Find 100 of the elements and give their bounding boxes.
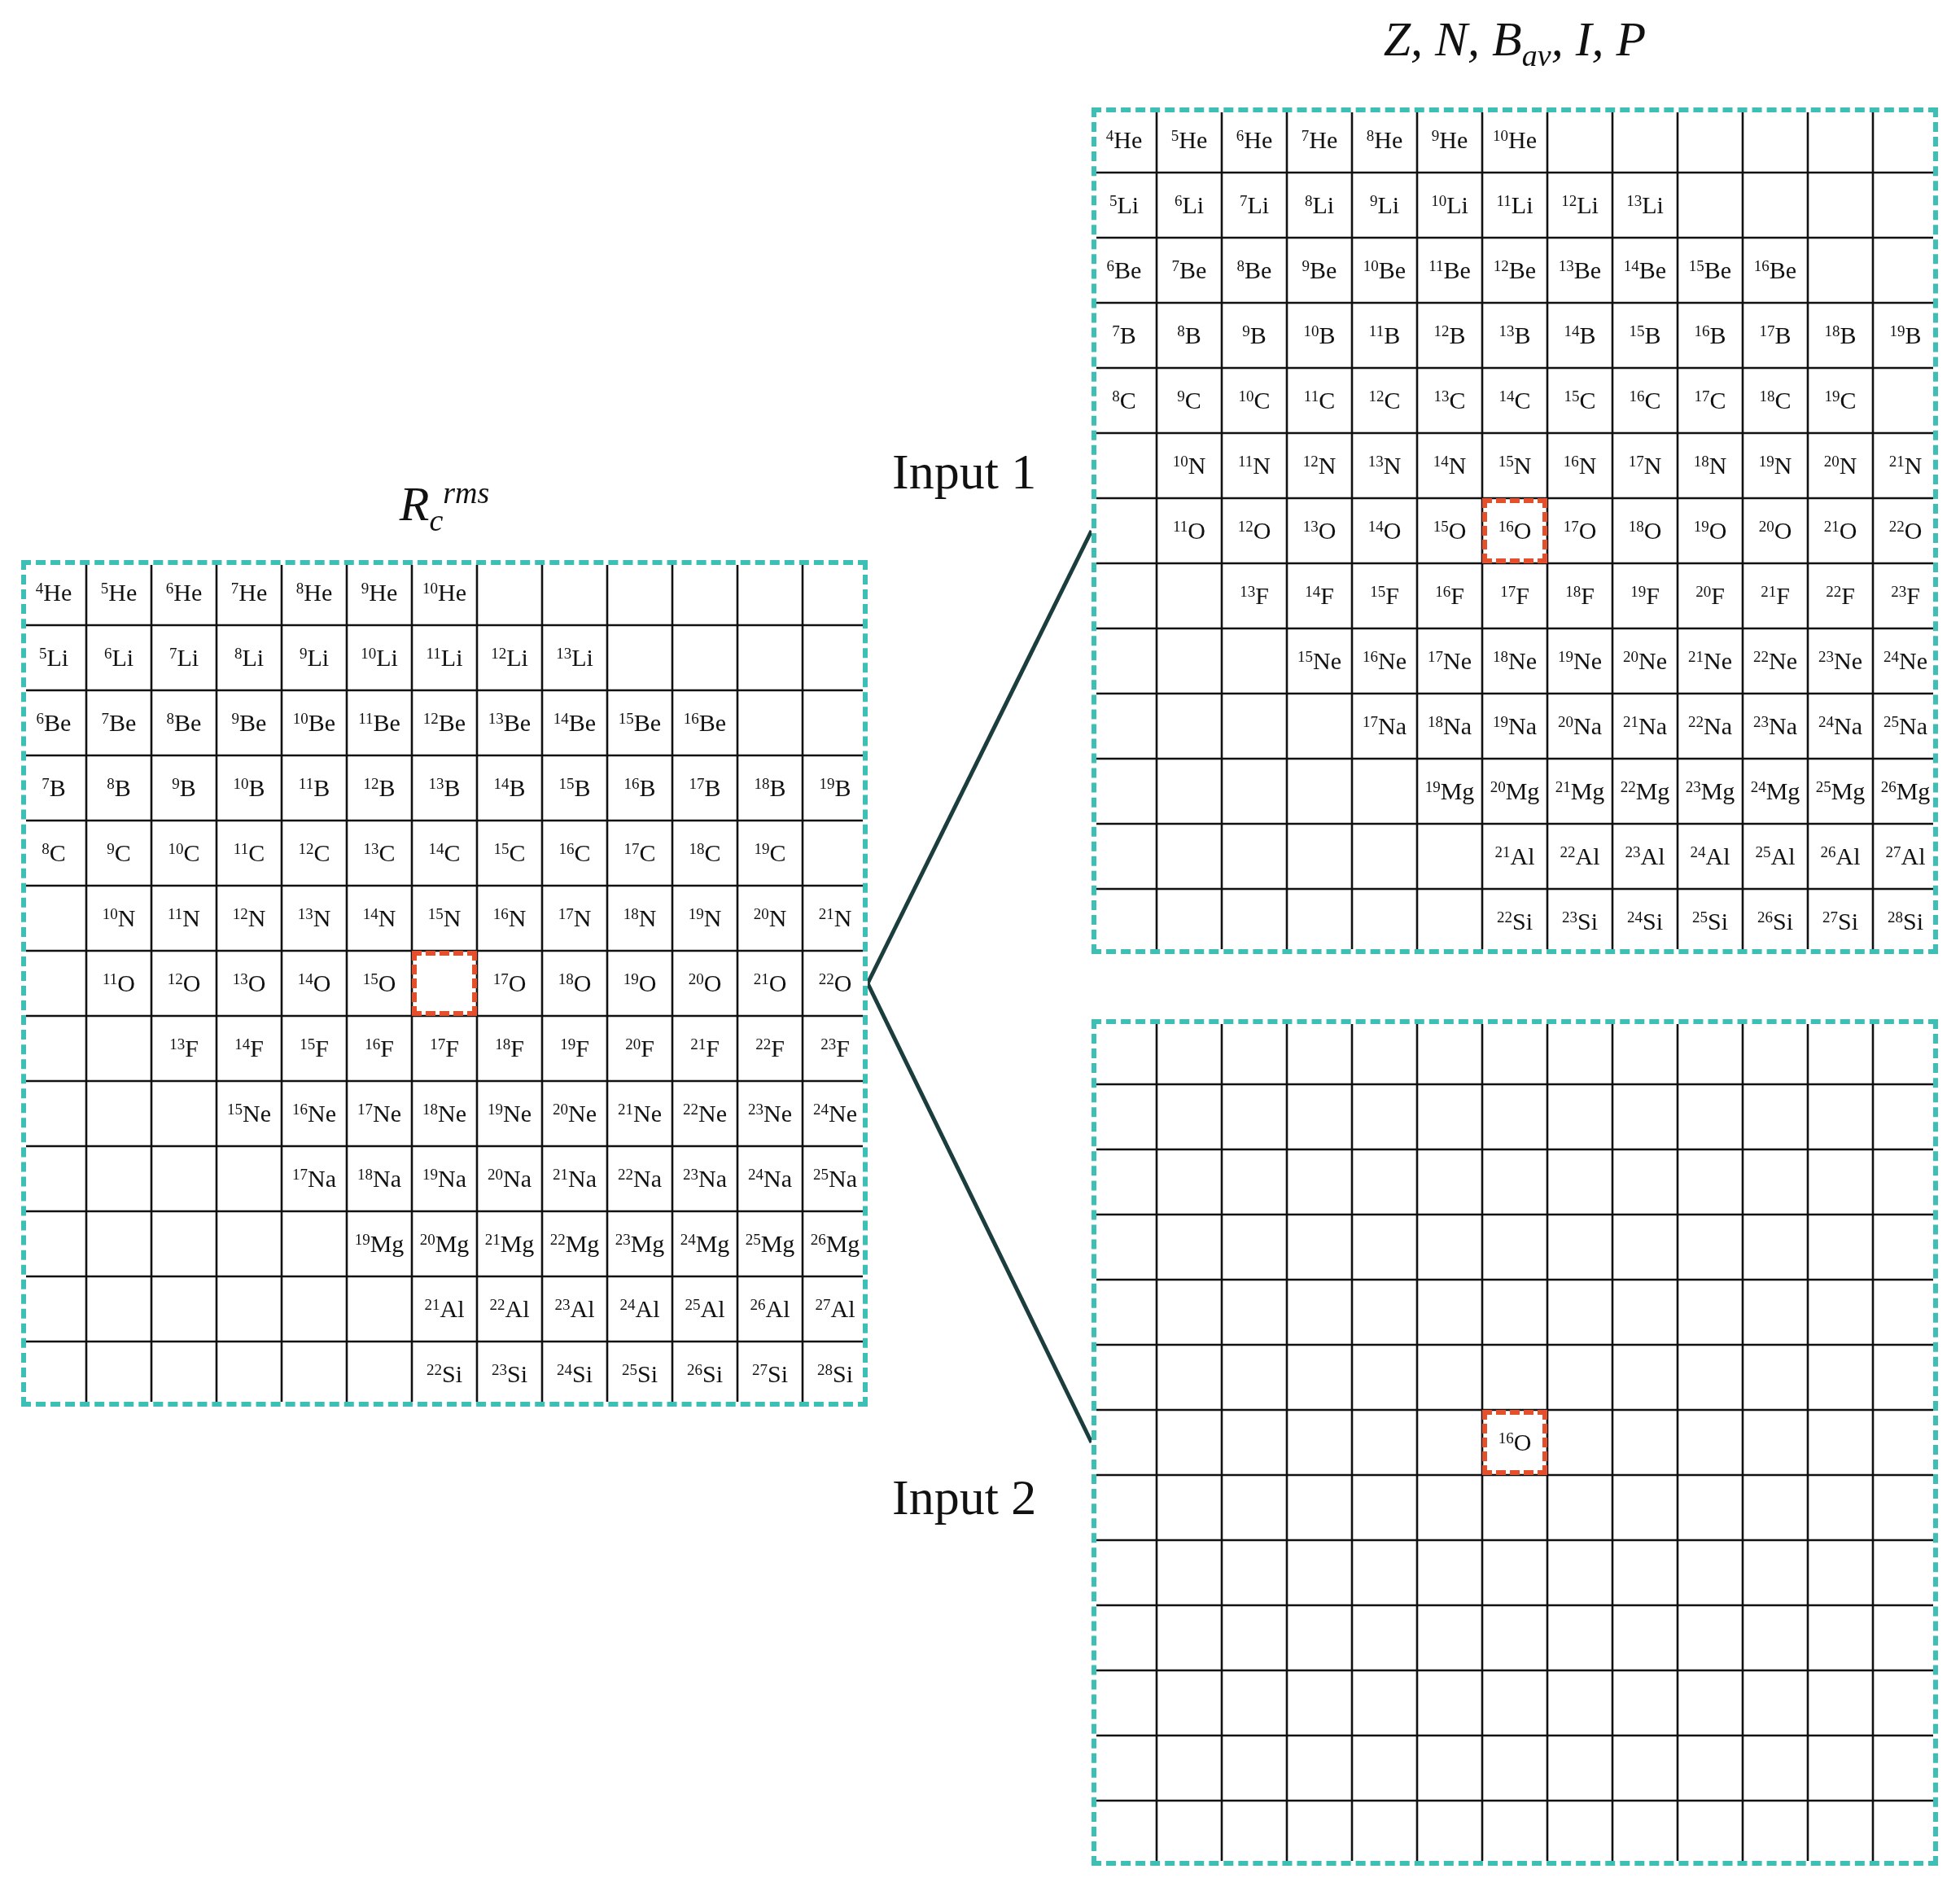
nuclide-label: $^{21}$Ne bbox=[618, 1101, 662, 1126]
nuclide-label: $^{13}$B bbox=[428, 776, 461, 800]
nuclide-label: $^{19}$F bbox=[1630, 584, 1660, 608]
nuclide-label: $^{18}$Ne bbox=[422, 1101, 466, 1126]
nuclide-label: $^{8}$He bbox=[1366, 128, 1403, 152]
nuclide-label: $^{10}$He bbox=[422, 580, 466, 605]
nuclide-label: $^{12}$C bbox=[298, 841, 330, 865]
nuclide-label: $^{16}$Be bbox=[683, 711, 727, 735]
nuclide-label: $^{8}$He bbox=[295, 580, 333, 605]
nuclide-label: $^{17}$Ne bbox=[1428, 649, 1472, 673]
nuclide-label: $^{10}$N bbox=[102, 906, 136, 930]
nuclide-label: $^{24}$Ne bbox=[813, 1101, 857, 1126]
nuclide-label: $^{18}$Na bbox=[357, 1167, 401, 1191]
nuclide-label: $^{10}$Be bbox=[292, 711, 336, 735]
nuclide-label: $^{23}$Na bbox=[683, 1167, 727, 1191]
nuclide-label: $^{8}$Be bbox=[166, 711, 202, 735]
nuclide-label: $^{21}$N bbox=[1888, 453, 1923, 478]
nuclide-label: $^{26}$Mg bbox=[1880, 779, 1931, 803]
nuclide-label: $^{5}$Li bbox=[1109, 193, 1140, 217]
nuclide-label: $^{22}$Mg bbox=[1620, 779, 1670, 803]
nuclide-label: $^{24}$Mg bbox=[1750, 779, 1800, 803]
nuclide-label: $^{14}$O bbox=[297, 971, 331, 996]
nuclide-label: $^{21}$O bbox=[1823, 519, 1857, 543]
nuclide-label: $^{12}$Li bbox=[1561, 193, 1599, 217]
nuclide-label: $^{22}$O bbox=[1888, 519, 1923, 543]
nuclide-label: $^{18}$C bbox=[1759, 388, 1792, 413]
nuclide-label: $^{22}$Al bbox=[1560, 844, 1600, 869]
nuclide-label: $^{18}$Ne bbox=[1493, 649, 1537, 673]
nuclide-label: $^{19}$Mg bbox=[1424, 779, 1475, 803]
nuclide-label: $^{23}$Ne bbox=[1818, 649, 1862, 673]
nuclide-label: $^{21}$Na bbox=[553, 1167, 597, 1191]
nuclide-label: $^{20}$O bbox=[688, 971, 722, 996]
nuclide-label: $^{11}$Be bbox=[358, 711, 400, 735]
nuclide-label: $^{4}$He bbox=[35, 580, 72, 605]
nuclide-label: $^{6}$Li bbox=[1174, 193, 1205, 217]
nuclide-label: $^{17}$N bbox=[1628, 453, 1662, 478]
nuclide-label: $^{15}$Ne bbox=[227, 1101, 271, 1126]
nuclide-label: $^{6}$Be bbox=[36, 711, 72, 735]
nuclide-label: $^{15}$O bbox=[1433, 519, 1467, 543]
nuclide-label: $^{18}$B bbox=[754, 776, 786, 800]
nuclide-label: $^{23}$F bbox=[820, 1036, 850, 1061]
nuclide-label: $^{20}$Ne bbox=[1623, 649, 1667, 673]
nuclide-label: $^{20}$O bbox=[1758, 519, 1792, 543]
nuclide-label: $^{15}$Be bbox=[1688, 258, 1732, 282]
nuclide-label: $^{23}$Na bbox=[1753, 714, 1797, 738]
nuclide-label: $^{11}$B bbox=[298, 776, 330, 800]
nuclide-label: $^{22}$Mg bbox=[549, 1232, 600, 1256]
nuclide-label: $^{25}$Mg bbox=[1815, 779, 1866, 803]
nuclide-label: $^{12}$N bbox=[232, 906, 266, 930]
nuclide-label: $^{15}$C bbox=[493, 841, 526, 865]
nuclide-label: $^{16}$C bbox=[1629, 388, 1661, 413]
nuclide-label: $^{7}$B bbox=[1112, 323, 1136, 348]
nuclide-label: $^{7}$He bbox=[230, 580, 268, 605]
nuclide-label: $^{15}$O bbox=[362, 971, 396, 996]
nuclide-label: $^{12}$Be bbox=[1493, 258, 1537, 282]
nuclide-label: $^{27}$Al bbox=[815, 1297, 855, 1321]
nuclide-label: $^{27}$Si bbox=[1822, 909, 1858, 934]
nuclide-label: $^{23}$Mg bbox=[615, 1232, 665, 1256]
nuclide-label: $^{25}$Na bbox=[813, 1167, 857, 1191]
nuclide-label: $^{17}$C bbox=[1694, 388, 1726, 413]
nuclide-label: $^{18}$Na bbox=[1428, 714, 1472, 738]
nuclide-label: $^{20}$Na bbox=[488, 1167, 532, 1191]
nuclide-label: $^{10}$Be bbox=[1363, 258, 1407, 282]
nuclide-label: $^{23}$F bbox=[1891, 584, 1920, 608]
nuclide-label: $^{21}$Ne bbox=[1688, 649, 1732, 673]
nuclide-label: $^{16}$Ne bbox=[292, 1101, 336, 1126]
nuclide-label: $^{18}$F bbox=[495, 1036, 524, 1061]
nuclide-label: $^{14}$Be bbox=[1623, 258, 1667, 282]
nuclide-label: $^{12}$B bbox=[363, 776, 396, 800]
nuclide-label: $^{24}$Al bbox=[619, 1297, 660, 1321]
nuclide-label: $^{20}$Ne bbox=[553, 1101, 597, 1126]
nuclide-label: $^{16}$F bbox=[365, 1036, 394, 1061]
nuclide-label: $^{22}$Ne bbox=[683, 1101, 727, 1126]
nuclide-label: $^{15}$F bbox=[300, 1036, 329, 1061]
nuclide-label: $^{19}$N bbox=[688, 906, 722, 930]
nuclide-label: $^{18}$N bbox=[623, 906, 657, 930]
nuclide-label: $^{23}$Si bbox=[492, 1362, 527, 1386]
nuclide-label: $^{21}$Al bbox=[1494, 844, 1535, 869]
nuclide-label: $^{9}$C bbox=[1177, 388, 1201, 413]
nuclide-label: $^{11}$C bbox=[233, 841, 265, 865]
nuclide-label: $^{15}$B bbox=[1629, 323, 1661, 348]
nuclide-label: $^{19}$Na bbox=[422, 1167, 466, 1191]
nuclide-label: $^{13}$B bbox=[1498, 323, 1531, 348]
nuclide-label: $^{22}$F bbox=[1826, 584, 1855, 608]
nuclide-label: $^{24}$Ne bbox=[1883, 649, 1927, 673]
nuclide-label: $^{22}$O bbox=[818, 971, 852, 996]
nuclide-label: $^{9}$Li bbox=[299, 646, 330, 670]
nuclide-label: $^{28}$Si bbox=[817, 1362, 853, 1386]
nuclide-label: $^{19}$F bbox=[560, 1036, 589, 1061]
nuclide-label: $^{11}$Li bbox=[1496, 193, 1533, 217]
nuclide-label: $^{11}$Li bbox=[426, 646, 463, 670]
nuclide-label: $^{6}$Be bbox=[1106, 258, 1142, 282]
nuclide-label: $^{11}$Be bbox=[1428, 258, 1471, 282]
nuclide-label: $^{19}$B bbox=[819, 776, 851, 800]
nuclide-label: $^{23}$Al bbox=[554, 1297, 595, 1321]
nuclide-label: $^{17}$O bbox=[492, 971, 527, 996]
nuclide-label: $^{17}$Na bbox=[1363, 714, 1407, 738]
nuclide-label: $^{19}$B bbox=[1889, 323, 1922, 348]
nuclide-label: $^{18}$F bbox=[1565, 584, 1595, 608]
nuclide-label: $^{21}$N bbox=[818, 906, 852, 930]
